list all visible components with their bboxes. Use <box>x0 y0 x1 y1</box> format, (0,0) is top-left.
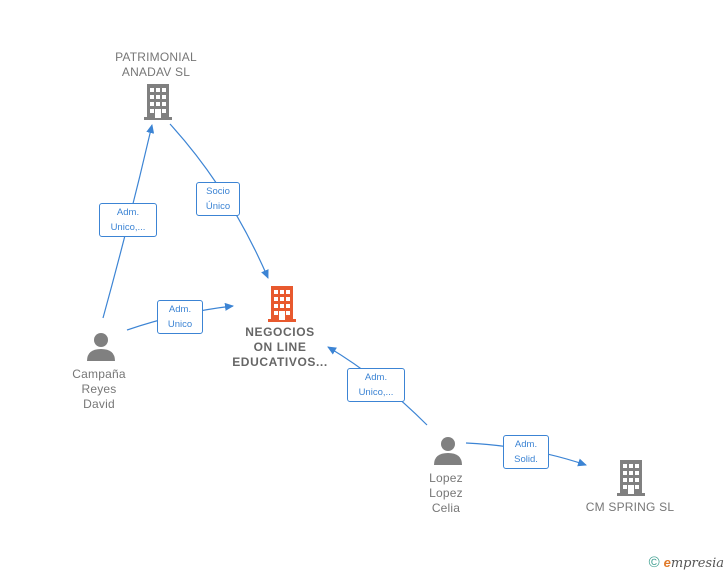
edge-label-line: Adm. <box>514 439 538 450</box>
edge-label-line: Solid. <box>514 454 538 465</box>
building-icon[interactable] <box>615 460 647 496</box>
copyright-icon: © <box>648 554 660 571</box>
node-negocios[interactable]: NEGOCIOS ON LINE EDUCATIVOS... <box>220 325 340 370</box>
building-icon[interactable] <box>142 84 174 120</box>
node-lopez-line: Lopez <box>429 486 463 500</box>
node-lopez[interactable]: Lopez Lopez Celia <box>396 471 496 516</box>
node-campana[interactable]: Campaña Reyes David <box>49 367 149 412</box>
node-campana-line: David <box>83 397 115 411</box>
node-negocios-line: NEGOCIOS <box>245 325 315 339</box>
edge-label-line: Unico,... <box>110 222 146 233</box>
edge-label-adm-unico[interactable]: Adm. Unico <box>157 300 203 334</box>
node-cmspring[interactable]: CM SPRING SL <box>570 500 690 515</box>
node-lopez-line: Lopez <box>429 471 463 485</box>
brand-name: mpresia <box>670 556 724 571</box>
node-patrimonial-line: PATRIMONIAL <box>115 50 197 64</box>
node-campana-line: Reyes <box>81 382 117 396</box>
edge-label-line: Adm. <box>116 207 140 218</box>
brand-initial: e <box>663 555 671 570</box>
edge-label-line: Adm. <box>364 372 388 383</box>
edge-label-line: Unico <box>167 319 193 330</box>
edge-label-adm-solid[interactable]: Adm. Solid. <box>503 435 549 469</box>
edge-label-line: Adm. <box>168 304 192 315</box>
node-negocios-line: EDUCATIVOS... <box>232 355 328 369</box>
node-campana-line: Campaña <box>72 367 126 381</box>
node-patrimonial-line: ANADAV SL <box>121 65 191 79</box>
edge-label-line: Único <box>205 201 231 212</box>
footer-brand: ©empresia <box>649 554 724 571</box>
edge-label-socio-unico[interactable]: Socio Único <box>196 182 240 216</box>
edge-label-line: Unico,... <box>358 387 394 398</box>
edge-label-adm-unico[interactable]: Adm. Unico,... <box>99 203 157 237</box>
person-icon[interactable] <box>433 435 463 465</box>
node-negocios-line: ON LINE <box>253 340 307 354</box>
edge-label-adm-unico[interactable]: Adm. Unico,... <box>347 368 405 402</box>
node-patrimonial[interactable]: PATRIMONIAL ANADAV SL <box>96 50 216 80</box>
edge-label-line: Socio <box>206 186 230 197</box>
person-icon[interactable] <box>86 331 116 361</box>
node-cmspring-line: CM SPRING SL <box>585 500 675 514</box>
building-icon[interactable] <box>266 286 298 322</box>
node-lopez-line: Celia <box>431 501 461 515</box>
